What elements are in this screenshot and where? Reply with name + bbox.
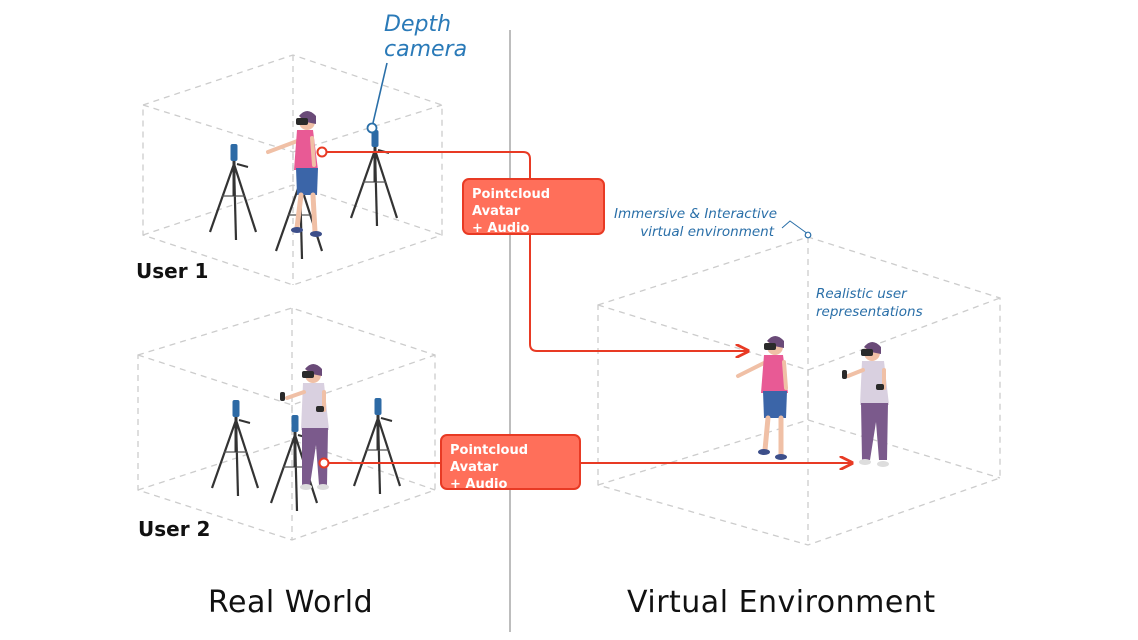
user2-capture-dot	[318, 457, 330, 469]
pointcloud-box-user2: Pointcloud Avatar + Audio	[440, 434, 581, 492]
depth-camera-callout-line	[372, 62, 388, 124]
pointcloud-box-user1: Pointcloud Avatar + Audio	[462, 178, 605, 236]
pointcloud-box-user2-line1: Pointcloud Avatar	[450, 443, 529, 475]
user2-label: User 2	[138, 517, 211, 541]
virtual-user2-figure	[842, 342, 889, 467]
depth-camera-tripod-icon	[352, 396, 402, 496]
virtual-user1-figure	[736, 336, 788, 460]
user1-label: User 1	[136, 259, 209, 283]
depth-camera-tripod-icon	[210, 398, 260, 498]
virtual-environment-title: Virtual Environment	[627, 585, 936, 620]
depth-camera-label: Depth camera	[384, 12, 467, 62]
pointcloud-box-user1-line1: Pointcloud Avatar	[472, 187, 551, 219]
room-user2	[137, 307, 436, 541]
pointcloud-box-user2-line2: + Audio	[450, 477, 508, 492]
user2-figure	[280, 364, 329, 490]
immersive-note-line2: virtual environment	[640, 224, 774, 240]
virtual-room	[597, 236, 1001, 546]
immersive-callout-line	[781, 220, 809, 235]
depth-camera-callout-dot	[366, 122, 378, 134]
realistic-note-line2: representations	[816, 304, 923, 320]
room-user1	[142, 54, 443, 286]
pointcloud-box-user1-line2: + Audio	[472, 221, 530, 236]
real-world-title: Real World	[208, 585, 374, 620]
user1-stream-arrow	[326, 151, 748, 351]
immersive-callout-dot	[804, 231, 812, 239]
immersive-environment-note: Immersive & Interactive virtual environm…	[614, 205, 778, 241]
depth-camera-tripod-icon	[208, 142, 258, 242]
realistic-note-line1: Realistic user	[816, 286, 907, 302]
realistic-representations-note: Realistic user representations	[816, 285, 923, 321]
user1-capture-dot	[316, 146, 328, 158]
immersive-note-line1: Immersive & Interactive	[614, 206, 778, 222]
depth-camera-label-line1: Depth	[384, 12, 452, 37]
user1-figure	[266, 111, 322, 237]
depth-camera-label-line2: camera	[384, 37, 468, 62]
